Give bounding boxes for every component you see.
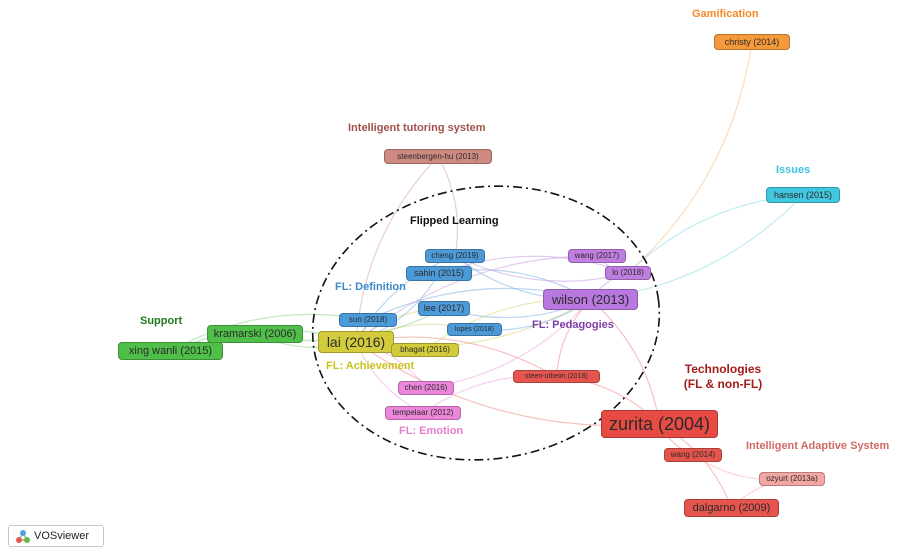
cluster-label-gamification: Gamification [692,8,759,20]
node-dalgarno-2009[interactable]: dalgarno (2009) [684,499,779,517]
node-wilson-2013[interactable]: wilson (2013) [543,289,638,310]
node-lopes-2018[interactable]: lopes (2018) [447,323,502,336]
citation-link [437,156,459,257]
vosviewer-badge[interactable]: VOSviewer [8,525,104,547]
node-cheng-2019[interactable]: cheng (2019) [425,249,485,263]
citation-links [170,41,804,509]
node-lai-2016[interactable]: lai (2016) [318,331,394,353]
cluster-label-fl-pedagogies: FL: Pedagogies [532,319,614,331]
node-zurita-2004[interactable]: zurita (2004) [601,410,718,438]
node-wang-2014[interactable]: wang (2014) [664,448,722,462]
cluster-label-fl-emotion: FL: Emotion [399,425,464,437]
node-wang-2017[interactable]: wang (2017) [568,249,626,263]
node-xing-wanli-2015[interactable]: xing wanli (2015) [118,342,223,360]
cluster-label-technologies-line1: Technologies [684,362,762,376]
cluster-label-intelligent-adaptive-system: Intelligent Adaptive System [746,440,890,452]
node-ozyurt-2013a[interactable]: ozyurt (2013a) [759,472,825,486]
cluster-label-flipped-learning: Flipped Learning [410,215,499,227]
cluster-label-fl-definition: FL: Definition [335,281,406,293]
node-kramarski-2006[interactable]: kramarski (2006) [207,325,303,343]
vosviewer-logo-text: VOSviewer [34,530,90,542]
node-steenbergen-hu-2013[interactable]: steenbergen-hu (2013) [384,149,492,164]
node-chen-2016[interactable]: chen (2016) [398,381,454,395]
node-tempelaar-2012[interactable]: tempelaar (2012) [385,406,461,420]
node-sun-2018[interactable]: sun (2018) [339,313,397,327]
citation-link [627,41,753,274]
cluster-label-support: Support [140,315,183,327]
cluster-label-intelligent-tutoring-system: Intelligent tutoring system [348,122,486,134]
cluster-label-fl-achievement: FL: Achievement [326,360,415,372]
node-steen-utheim-2018[interactable]: steen-utheim (2018) [513,370,600,383]
node-lee-2017[interactable]: lee (2017) [418,301,470,316]
node-christy-2014[interactable]: christy (2014) [714,34,790,50]
flipped-learning-boundary [311,185,661,461]
vosviewer-logo-icon [15,529,31,549]
cluster-label-technologies: Technologies (FL & non-FL) [676,362,770,392]
node-lo-2018[interactable]: lo (2018) [605,266,651,280]
node-sahin-2015[interactable]: sahin (2015) [406,266,472,281]
cluster-label-technologies-line2: (FL & non-FL) [683,377,763,391]
citation-link [555,299,591,377]
cluster-label-issues: Issues [776,164,811,176]
citation-link [590,299,661,425]
node-bhagat-2016[interactable]: bhagat (2016) [391,343,459,357]
citation-link [590,194,804,301]
node-hansen-2015[interactable]: hansen (2015) [766,187,840,203]
